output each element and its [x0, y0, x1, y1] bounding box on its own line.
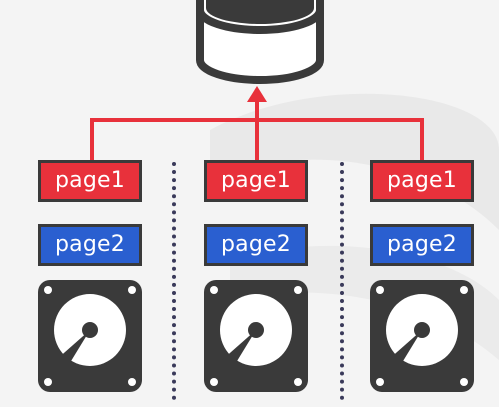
page1-box: page1	[38, 160, 142, 202]
hard-drive-icon	[370, 280, 474, 392]
page1-box: page1	[204, 160, 308, 202]
page2-box: page2	[204, 224, 308, 266]
column-divider	[172, 162, 176, 400]
hard-drive-icon	[204, 280, 308, 392]
column-divider	[340, 162, 344, 400]
page2-box: page2	[38, 224, 142, 266]
arrow-up-icon	[247, 86, 267, 102]
page1-box: page1	[370, 160, 474, 202]
database-icon	[196, 0, 324, 84]
page2-box: page2	[370, 224, 474, 266]
hard-drive-icon	[38, 280, 142, 392]
